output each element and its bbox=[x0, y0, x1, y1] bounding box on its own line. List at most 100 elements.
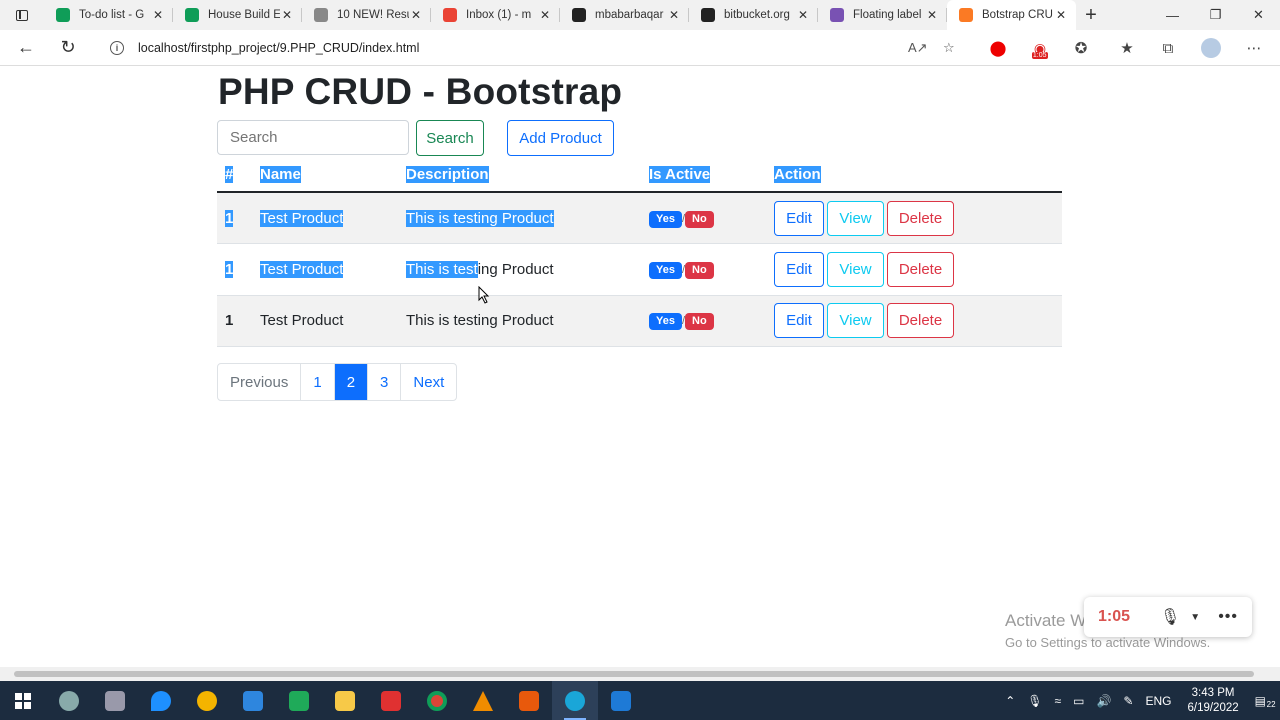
bootstrap-icon bbox=[830, 8, 844, 22]
close-tab-icon[interactable]: ✕ bbox=[668, 8, 680, 22]
browser-tab[interactable]: Inbox (1) - m✕ bbox=[431, 0, 560, 30]
browser-tab[interactable]: House Build E✕ bbox=[173, 0, 302, 30]
browser-tab[interactable]: bitbucket.org✕ bbox=[689, 0, 818, 30]
wps-icon[interactable] bbox=[506, 681, 552, 720]
clock[interactable]: 3:43 PM 6/19/2022 bbox=[1177, 686, 1248, 716]
browser-tab[interactable]: Floating label✕ bbox=[818, 0, 947, 30]
horizontal-scrollbar[interactable] bbox=[0, 667, 1280, 681]
language-indicator[interactable]: ENG bbox=[1145, 693, 1172, 708]
active-no-badge[interactable]: No bbox=[685, 261, 714, 279]
file-explorer-icon[interactable] bbox=[322, 681, 368, 720]
close-tab-icon[interactable]: ✕ bbox=[1055, 8, 1067, 22]
pagination-page-1[interactable]: 1 bbox=[301, 364, 335, 400]
mail-icon bbox=[314, 8, 328, 22]
view-button[interactable]: View bbox=[827, 200, 884, 236]
pdf-icon[interactable] bbox=[368, 681, 414, 720]
browser-tab[interactable]: mbabarbaqar✕ bbox=[560, 0, 689, 30]
minimize-icon[interactable]: — bbox=[1166, 7, 1179, 23]
row-name: Test Product bbox=[260, 260, 344, 278]
row-id: 1 bbox=[225, 209, 234, 227]
row-id: 1 bbox=[225, 260, 234, 278]
search-input[interactable] bbox=[217, 120, 409, 155]
active-no-badge[interactable]: No bbox=[685, 210, 714, 228]
edit-button[interactable]: Edit bbox=[774, 251, 824, 287]
recorder-time: 1:05 bbox=[1098, 608, 1131, 625]
vlc-icon[interactable] bbox=[460, 681, 506, 720]
start-icon[interactable] bbox=[0, 681, 46, 720]
maps-icon[interactable] bbox=[138, 681, 184, 720]
browser-tab[interactable]: Botstrap CRU✕ bbox=[947, 0, 1076, 30]
read-aloud-icon[interactable]: A↗ bbox=[908, 40, 928, 55]
microphone-icon[interactable]: 🎙 bbox=[1159, 609, 1181, 626]
network-icon[interactable]: ≈ bbox=[1054, 693, 1062, 708]
close-tab-icon[interactable]: ✕ bbox=[926, 8, 938, 22]
close-window-icon[interactable]: ✕ bbox=[1253, 7, 1264, 22]
row-description: ing Product bbox=[477, 260, 554, 278]
pagination-next[interactable]: Next bbox=[413, 373, 445, 391]
tab-actions-icon[interactable] bbox=[0, 0, 44, 30]
volume-icon[interactable]: 🔊 bbox=[1096, 693, 1112, 708]
opera-extension-icon[interactable]: ⬤ bbox=[989, 40, 1007, 57]
delete-button[interactable]: Delete bbox=[887, 200, 954, 236]
new-tab-button[interactable]: + bbox=[1085, 3, 1097, 26]
profile-avatar[interactable] bbox=[1196, 30, 1226, 66]
favorite-add-icon[interactable]: ☆ bbox=[943, 40, 955, 55]
search-button[interactable]: Search bbox=[416, 120, 484, 156]
more-options-icon[interactable]: ••• bbox=[1218, 608, 1238, 625]
scrollbar-thumb[interactable] bbox=[14, 671, 1254, 677]
row-name: Test Product bbox=[260, 209, 344, 227]
collections-icon[interactable]: ⧉ bbox=[1162, 39, 1174, 57]
notifications-icon[interactable]: ▤22 bbox=[1249, 694, 1280, 709]
active-no-badge[interactable]: No bbox=[685, 313, 714, 331]
delete-button[interactable]: Delete bbox=[887, 303, 954, 339]
microphone-tray-icon[interactable]: 🎙 bbox=[1027, 693, 1043, 708]
battery-icon[interactable]: ▭ bbox=[1073, 693, 1085, 708]
edge-icon[interactable] bbox=[552, 681, 598, 720]
pen-icon[interactable]: ✎ bbox=[1123, 693, 1134, 708]
app-icon-5[interactable] bbox=[230, 681, 276, 720]
chevron-down-icon[interactable]: ▼ bbox=[1190, 611, 1201, 623]
recorder-extension-icon[interactable]: ◉1:05 bbox=[1031, 39, 1048, 59]
close-tab-icon[interactable]: ✕ bbox=[152, 8, 164, 22]
pagination-previous[interactable]: Previous bbox=[218, 364, 302, 400]
settings-more-icon[interactable]: ⋯ bbox=[1246, 40, 1262, 57]
app-icon-1[interactable] bbox=[46, 681, 92, 720]
active-yes-badge[interactable]: Yes bbox=[649, 313, 682, 331]
add-product-button[interactable]: Add Product bbox=[507, 120, 614, 156]
favorites-icon[interactable]: ★ bbox=[1120, 40, 1134, 57]
view-button[interactable]: View bbox=[827, 303, 884, 339]
activate-subtitle: Go to Settings to activate Windows. bbox=[1005, 635, 1211, 650]
pagination-page-3[interactable]: 3 bbox=[368, 364, 402, 400]
close-tab-icon[interactable]: ✕ bbox=[539, 8, 551, 22]
vscode-icon[interactable] bbox=[598, 681, 644, 720]
info-icon[interactable]: i bbox=[110, 41, 124, 55]
browser-tab[interactable]: To-do list - G✕ bbox=[44, 0, 173, 30]
edit-button[interactable]: Edit bbox=[774, 303, 824, 339]
extensions-icon[interactable]: ✪ bbox=[1074, 40, 1088, 57]
chrome-canary-icon[interactable] bbox=[184, 681, 230, 720]
row-id: 1 bbox=[225, 312, 234, 330]
delete-button[interactable]: Delete bbox=[887, 251, 954, 287]
url-text: localhost/firstphp_project/9.PHP_CRUD/in… bbox=[138, 41, 420, 55]
active-yes-badge[interactable]: Yes bbox=[649, 210, 682, 228]
close-tab-icon[interactable]: ✕ bbox=[410, 8, 422, 22]
chat-icon[interactable] bbox=[276, 681, 322, 720]
close-tab-icon[interactable]: ✕ bbox=[797, 8, 809, 22]
pagination-page-2[interactable]: 2 bbox=[334, 364, 369, 400]
active-yes-badge[interactable]: Yes bbox=[649, 261, 682, 279]
app-icon-2[interactable] bbox=[92, 681, 138, 720]
url-field[interactable]: i localhost/firstphp_project/9.PHP_CRUD/… bbox=[98, 33, 972, 63]
close-tab-icon[interactable]: ✕ bbox=[281, 8, 293, 22]
view-button[interactable]: View bbox=[827, 251, 884, 287]
refresh-icon[interactable]: ↻ bbox=[60, 37, 76, 57]
tab-title: Botstrap CRU bbox=[982, 9, 1053, 21]
clock-date: 6/19/2022 bbox=[1187, 701, 1239, 714]
show-hidden-icons[interactable]: ⌃ bbox=[1005, 693, 1016, 708]
pagination: Previous 1 2 3 Next bbox=[217, 363, 458, 401]
edit-button[interactable]: Edit bbox=[774, 200, 824, 236]
chrome-icon[interactable] bbox=[414, 681, 460, 720]
browser-tab[interactable]: 10 NEW! Resu✕ bbox=[302, 0, 431, 30]
back-icon[interactable]: ← bbox=[17, 37, 35, 57]
restore-icon[interactable]: ❐ bbox=[1209, 7, 1222, 22]
